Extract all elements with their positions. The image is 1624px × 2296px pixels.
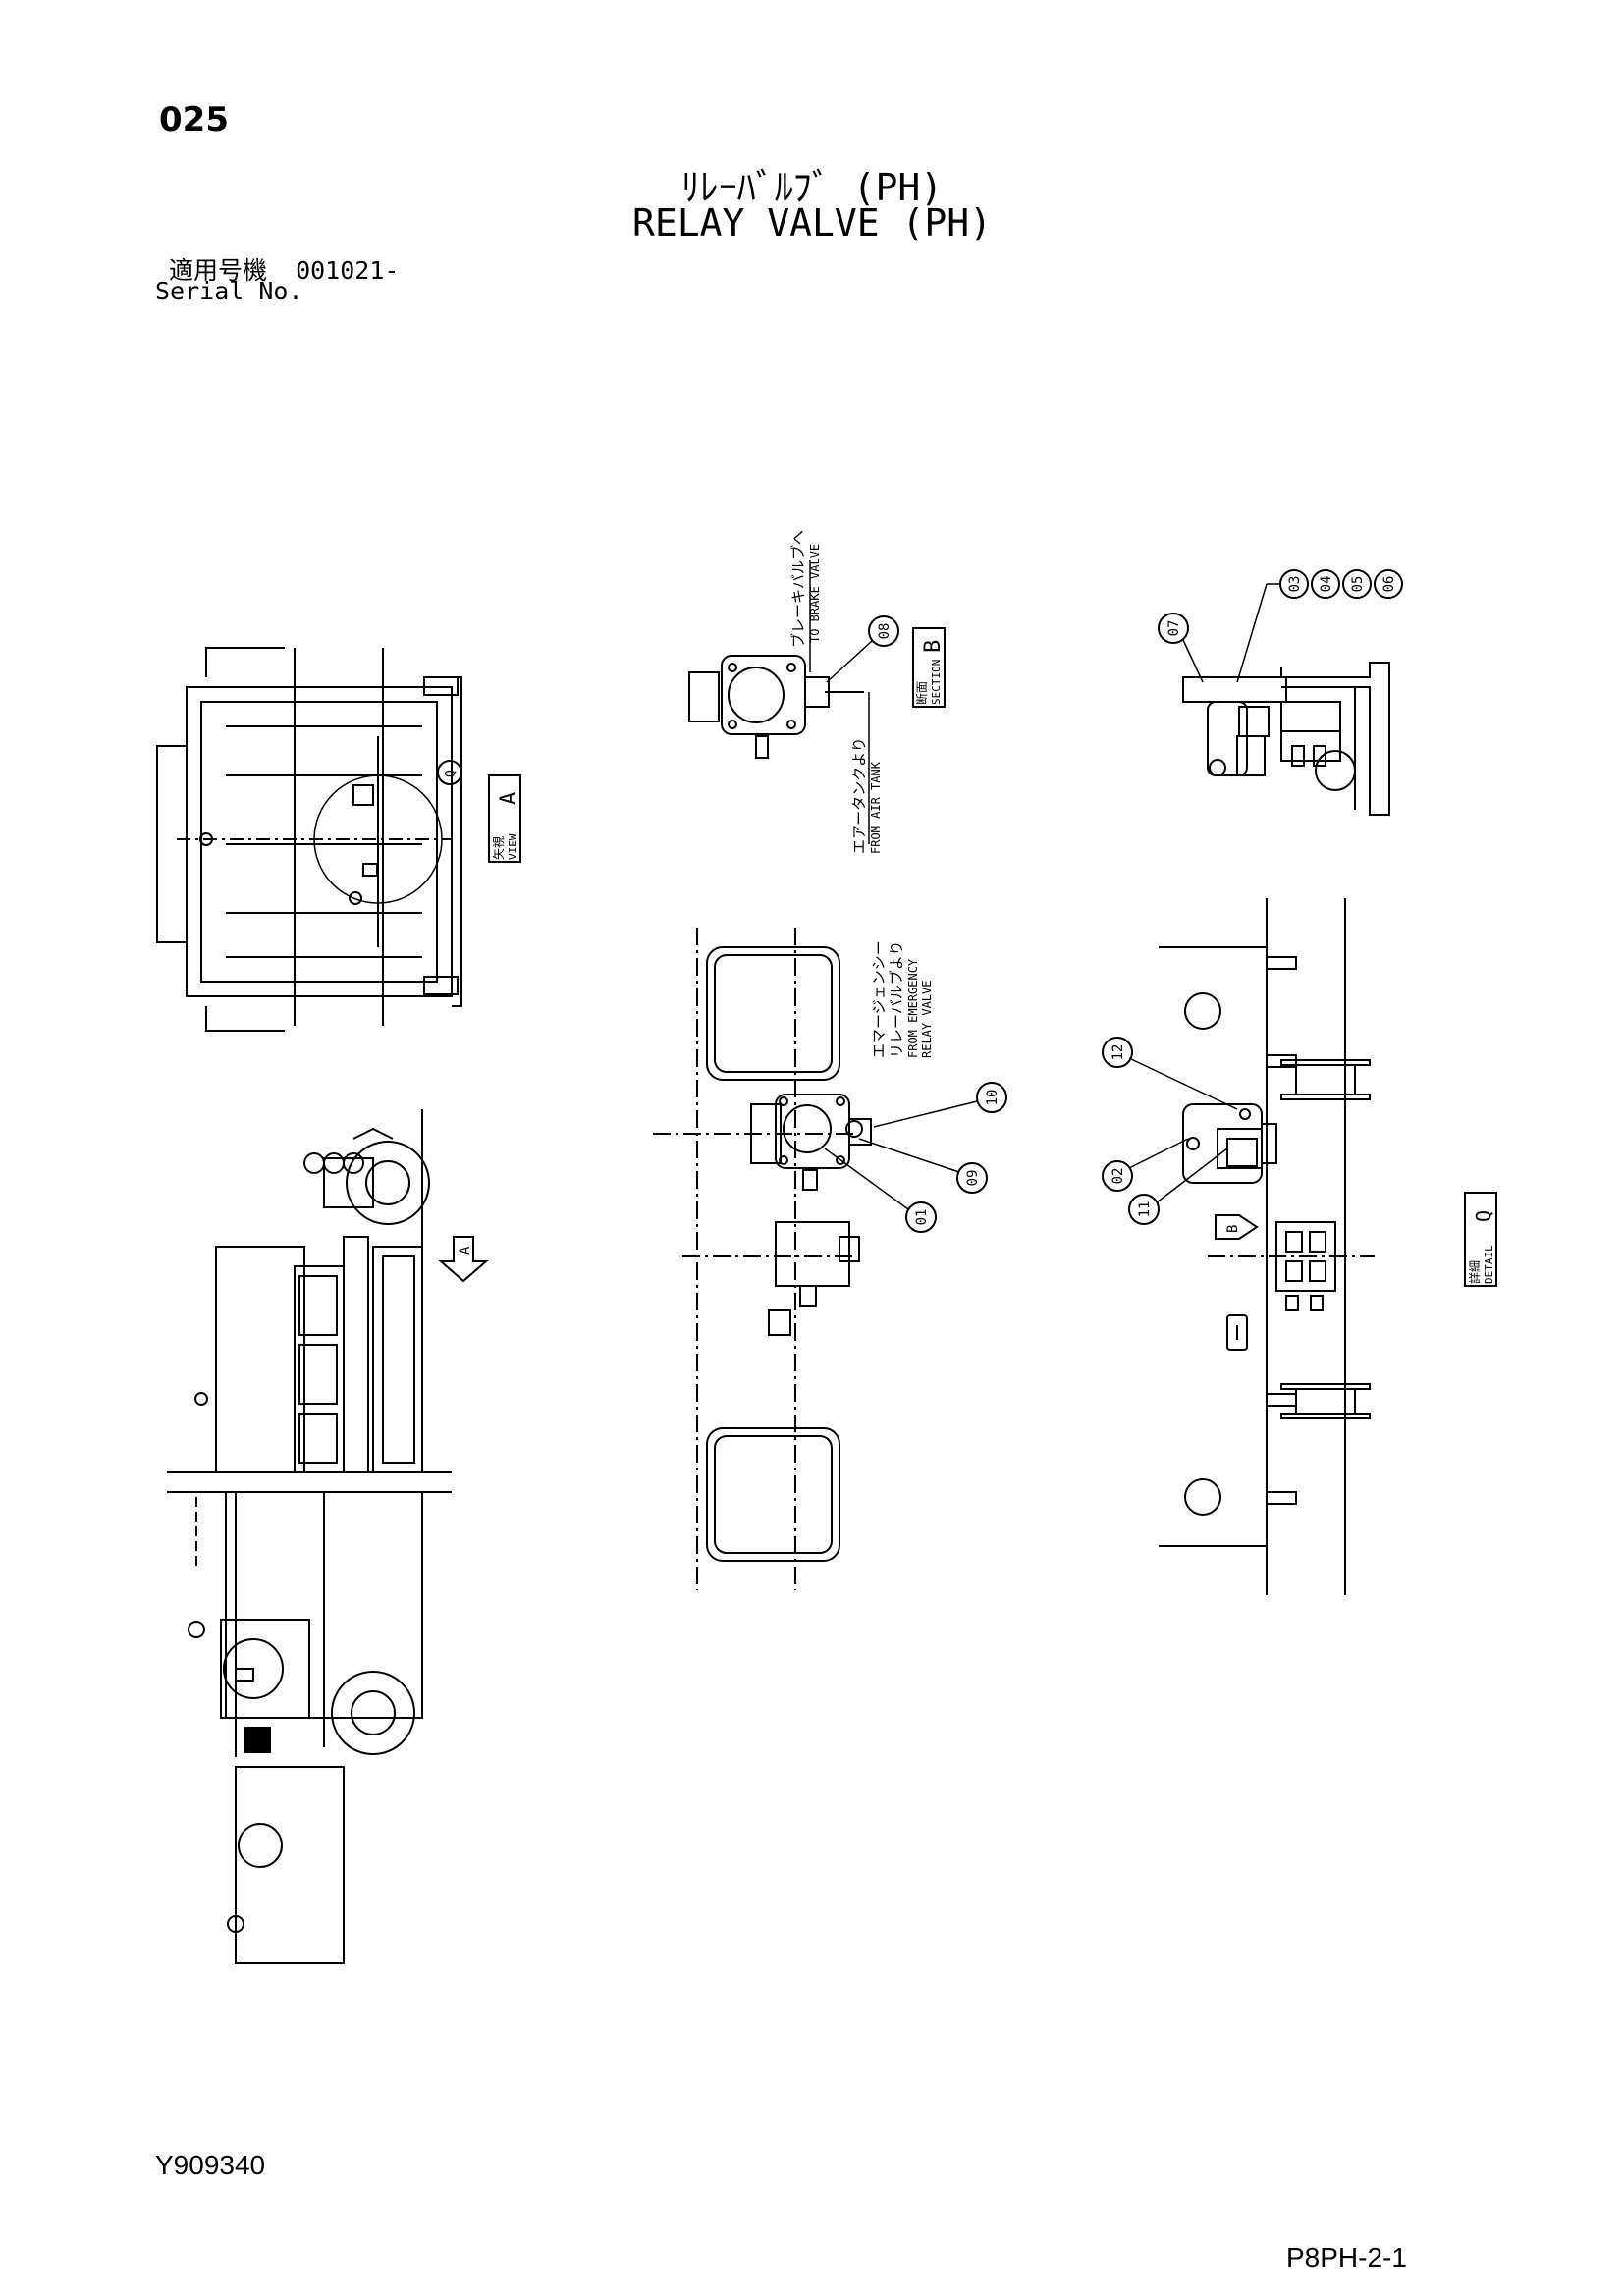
from-tank-label-en: FROM AIR TANK: [869, 761, 883, 854]
callout-04-circle: [1311, 569, 1340, 599]
detail-q-letter: Q: [1472, 1210, 1495, 1222]
arrow-a: [438, 1236, 489, 1283]
section-b-label-box: [912, 627, 946, 708]
arrow-a-letter: A: [458, 1246, 473, 1255]
from-emerg-label-en2: RELAY VALVE: [920, 981, 934, 1058]
callout-02-circle: [1102, 1160, 1133, 1192]
serial-jp-line: 適用号機 001021-: [169, 251, 399, 287]
callout-01-circle: [905, 1201, 937, 1233]
callout-07-circle: [1158, 613, 1189, 644]
to-brake-label-jp: ブレーキバルブへ: [789, 530, 807, 648]
callout-10-number: 10: [985, 1090, 1001, 1106]
callout-05-number: 05: [1350, 576, 1366, 593]
detail-q-label-en: DETAIL: [1483, 1245, 1495, 1284]
callout-02-number: 02: [1110, 1168, 1126, 1185]
section-b: [688, 560, 870, 844]
detail-mount-top: [1182, 662, 1390, 816]
from-tank-label-jp: エアータンクより: [850, 737, 868, 854]
circle-q-letter: Q: [444, 770, 459, 777]
detail-q-callout-circle: [437, 760, 462, 785]
detail-q-label-box: [1464, 1192, 1497, 1287]
view-a-label-box: [488, 774, 521, 863]
title-english: RELAY VALVE (PH): [631, 201, 993, 244]
callout-05-circle: [1342, 569, 1372, 599]
serial-value: 001021-: [296, 256, 400, 285]
section-b-letter: B: [921, 640, 946, 653]
detail-mount-bottom: [1159, 898, 1375, 1595]
callout-11-circle: [1128, 1194, 1160, 1225]
detail-q-label-jp: 詳細: [1467, 1260, 1482, 1284]
from-emerg-label-jp2: リレーバルブより: [888, 940, 905, 1058]
document-code: Y909340: [155, 2150, 266, 2180]
title-japanese: ﾘﾚｰﾊﾞﾙﾌﾞ (PH): [680, 166, 944, 209]
callout-01-number: 01: [914, 1209, 930, 1226]
callout-12-number: 12: [1110, 1044, 1126, 1061]
to-brake-label-en: TO BRAKE VALVE: [808, 544, 822, 643]
view-a-letter: A: [497, 792, 521, 805]
callout-03-number: 03: [1287, 576, 1303, 593]
section-b-label-jp: 断面: [914, 681, 929, 705]
serial-en-label: Serial No.: [155, 277, 303, 305]
callout-07-number: 07: [1166, 620, 1182, 637]
callout-10-circle: [976, 1082, 1007, 1113]
view-a-label-en: VIEW: [507, 833, 519, 860]
callout-08-circle: [868, 615, 899, 647]
arrow-b: [1215, 1214, 1259, 1240]
callout-12-circle: [1102, 1037, 1133, 1068]
side-view-machine: [167, 1109, 452, 1964]
detail-q-plan: [653, 928, 872, 1590]
serial-jp-label: 適用号機: [169, 256, 268, 285]
callout-11-number: 11: [1137, 1201, 1153, 1218]
section-b-label-en: SECTION: [930, 660, 943, 705]
view-a-label-jp: 矢視: [491, 836, 506, 860]
arrow-b-letter: B: [1225, 1225, 1241, 1233]
from-emerg-label-en1: FROM EMERGENCY: [906, 958, 920, 1058]
callout-04-number: 04: [1319, 576, 1334, 593]
callout-08-number: 08: [877, 623, 893, 640]
callout-09-number: 09: [965, 1170, 981, 1187]
callout-06-number: 06: [1381, 576, 1397, 593]
callout-09-circle: [956, 1162, 988, 1194]
view-a-plan: [156, 647, 462, 1032]
page-number: 025: [159, 100, 229, 139]
from-emerg-label-jp1: エマージェンシー: [870, 940, 888, 1058]
page-reference: P8PH-2-1: [1286, 2242, 1407, 2272]
callout-06-circle: [1374, 569, 1403, 599]
